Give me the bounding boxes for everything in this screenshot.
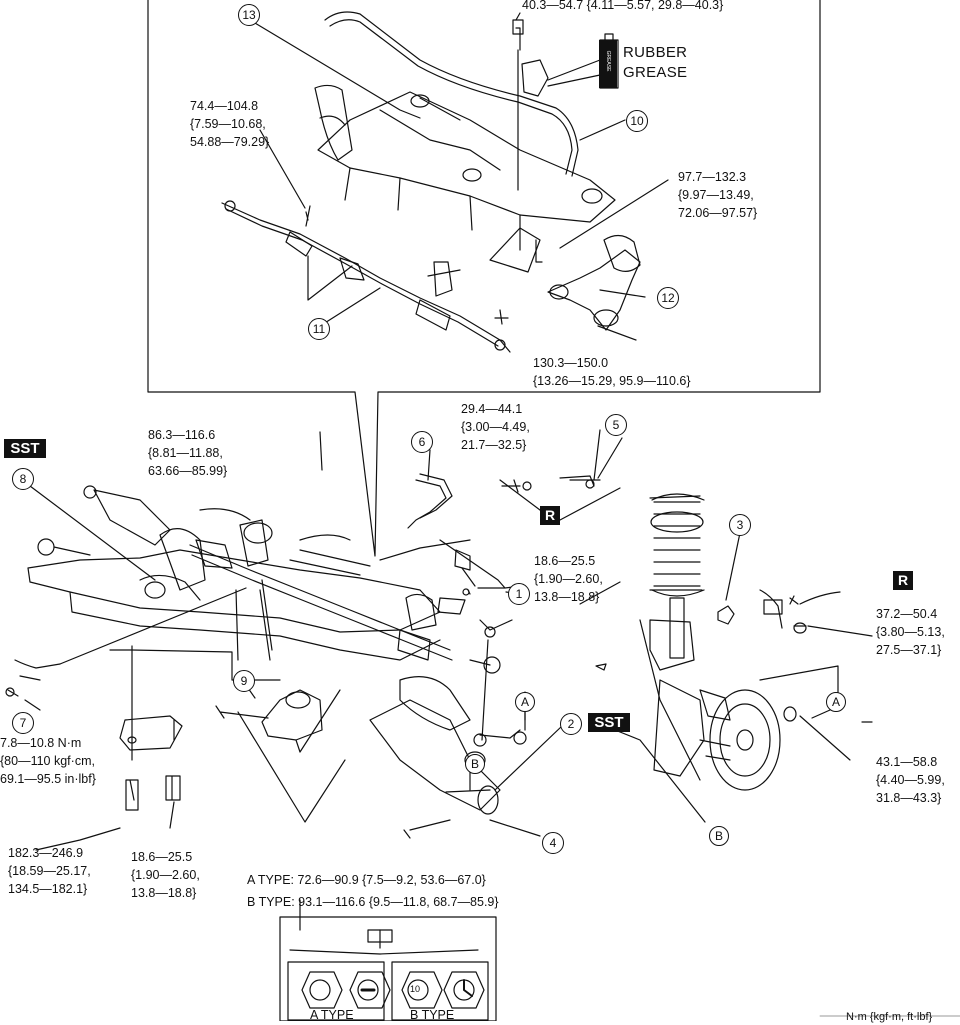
type-box-b-mark: 10 — [410, 984, 421, 994]
rubber-grease-line1: RUBBER — [623, 44, 688, 61]
letter-a-left: A — [515, 692, 535, 712]
rear-bracket — [119, 715, 183, 751]
engine-mount — [261, 689, 323, 741]
callout-4: 4 — [542, 832, 564, 854]
torque-sensor-1: 7.8—10.8 N·m — [0, 736, 82, 750]
callout-13: 13 — [238, 4, 260, 26]
lower-control-arm — [369, 699, 501, 811]
torque-bracket2-3: 13.8—18.8} — [131, 886, 197, 900]
letter-b-left: B — [465, 754, 485, 774]
torque-hub-1: 43.1—58.8 — [876, 755, 938, 769]
inset-control-arm — [547, 249, 641, 331]
grease-can-label: GREASE — [605, 50, 611, 72]
callout-10: 10 — [626, 110, 648, 132]
sst-badge-left: SST — [4, 439, 46, 458]
torque-tie-rod-2: {7.59—10.68, — [190, 117, 266, 131]
pressure-hose — [407, 479, 447, 529]
stabilizer-link — [454, 549, 471, 571]
torque-tie-rod-3: 54.88—79.29} — [190, 135, 270, 149]
torque-top-bolt: 40.3—54.7 {4.11—5.57, 29.8—40.3} — [522, 0, 724, 12]
units-note: N·m {kgf·m, ft·lbf} — [846, 1011, 933, 1023]
torque-bracket-1: 182.3—246.9 — [8, 846, 84, 860]
torque-a-type: A TYPE: 72.6—90.9 {7.5—9.2, 53.6—67.0} — [247, 873, 486, 887]
callout-5: 5 — [605, 414, 627, 436]
torque-member-3: 63.66—85.99} — [148, 464, 228, 478]
torque-sensor-2: {80—110 kgf·cm, — [0, 754, 95, 768]
callout-12: 12 — [657, 287, 679, 309]
callout-3: 3 — [729, 514, 751, 536]
torque-member-1: 86.3—116.6 — [148, 428, 216, 442]
torque-strut-3: 27.5—37.1} — [876, 643, 942, 657]
letter-a-right: A — [826, 692, 846, 712]
torque-member-2: {8.81—11.88, — [148, 446, 223, 460]
front-crossmember — [27, 549, 441, 633]
callout-1: 1 — [508, 583, 530, 605]
callout-6: 6 — [411, 431, 433, 453]
torque-link-3: 13.8—18.8} — [534, 590, 600, 604]
grease-can-icon — [599, 40, 617, 88]
letter-b-right: B — [709, 826, 729, 846]
torque-arm-3: 72.06—97.57} — [678, 206, 758, 220]
torque-hub-3: 31.8—43.3} — [876, 791, 942, 805]
torque-arm-2: {9.97—13.49, — [678, 188, 754, 202]
type-box-b-label: B TYPE — [410, 1008, 455, 1022]
torque-strut-2: {3.80—5.13, — [876, 625, 945, 639]
torque-link-1: 18.6—25.5 — [534, 554, 596, 568]
inset-steering-rack — [221, 202, 501, 341]
torque-tie-rod-1: 74.4—104.8 — [190, 99, 259, 113]
r-badge-hose: R — [540, 506, 560, 525]
torque-bracket-3: 134.5—182.1} — [8, 882, 88, 896]
torque-link-2: {1.90—2.60, — [534, 572, 603, 586]
inset-frame — [147, 0, 821, 557]
torque-rear-1: 130.3—150.0 — [533, 356, 609, 370]
torque-hub-2: {4.40—5.99, — [876, 773, 945, 787]
coil-spring — [653, 501, 701, 587]
callout-7: 7 — [12, 712, 34, 734]
torque-rear-2: {13.26—15.29, 95.9—110.6} — [533, 374, 691, 388]
torque-b-type: B TYPE: 93.1—116.6 {9.5—11.8, 68.7—85.9} — [247, 895, 499, 909]
torque-sensor-3: 69.1—95.5 in·lbf} — [0, 772, 96, 786]
torque-hose-1: 29.4—44.1 — [461, 402, 523, 416]
type-box — [279, 916, 497, 1021]
torque-arm-1: 97.7—132.3 — [678, 170, 747, 184]
callout-9: 9 — [233, 670, 255, 692]
torque-strut-1: 37.2—50.4 — [876, 607, 938, 621]
r-badge-strut: R — [893, 571, 913, 590]
type-box-a-label: A TYPE — [310, 1008, 354, 1022]
callout-8: 8 — [12, 468, 34, 490]
torque-hose-2: {3.00—4.49, — [461, 420, 530, 434]
torque-bracket-2: {18.59—25.17, — [8, 864, 91, 878]
sst-badge-right: SST — [588, 713, 630, 732]
callout-11: 11 — [308, 318, 330, 340]
rubber-grease-line2: GREASE — [623, 64, 688, 81]
torque-bracket2-2: {1.90—2.60, — [131, 868, 200, 882]
torque-hose-3: 21.7—32.5} — [461, 438, 527, 452]
torque-bracket2-1: 18.6—25.5 — [131, 850, 193, 864]
stabilizer-bar — [324, 11, 579, 177]
callout-2: 2 — [560, 713, 582, 735]
